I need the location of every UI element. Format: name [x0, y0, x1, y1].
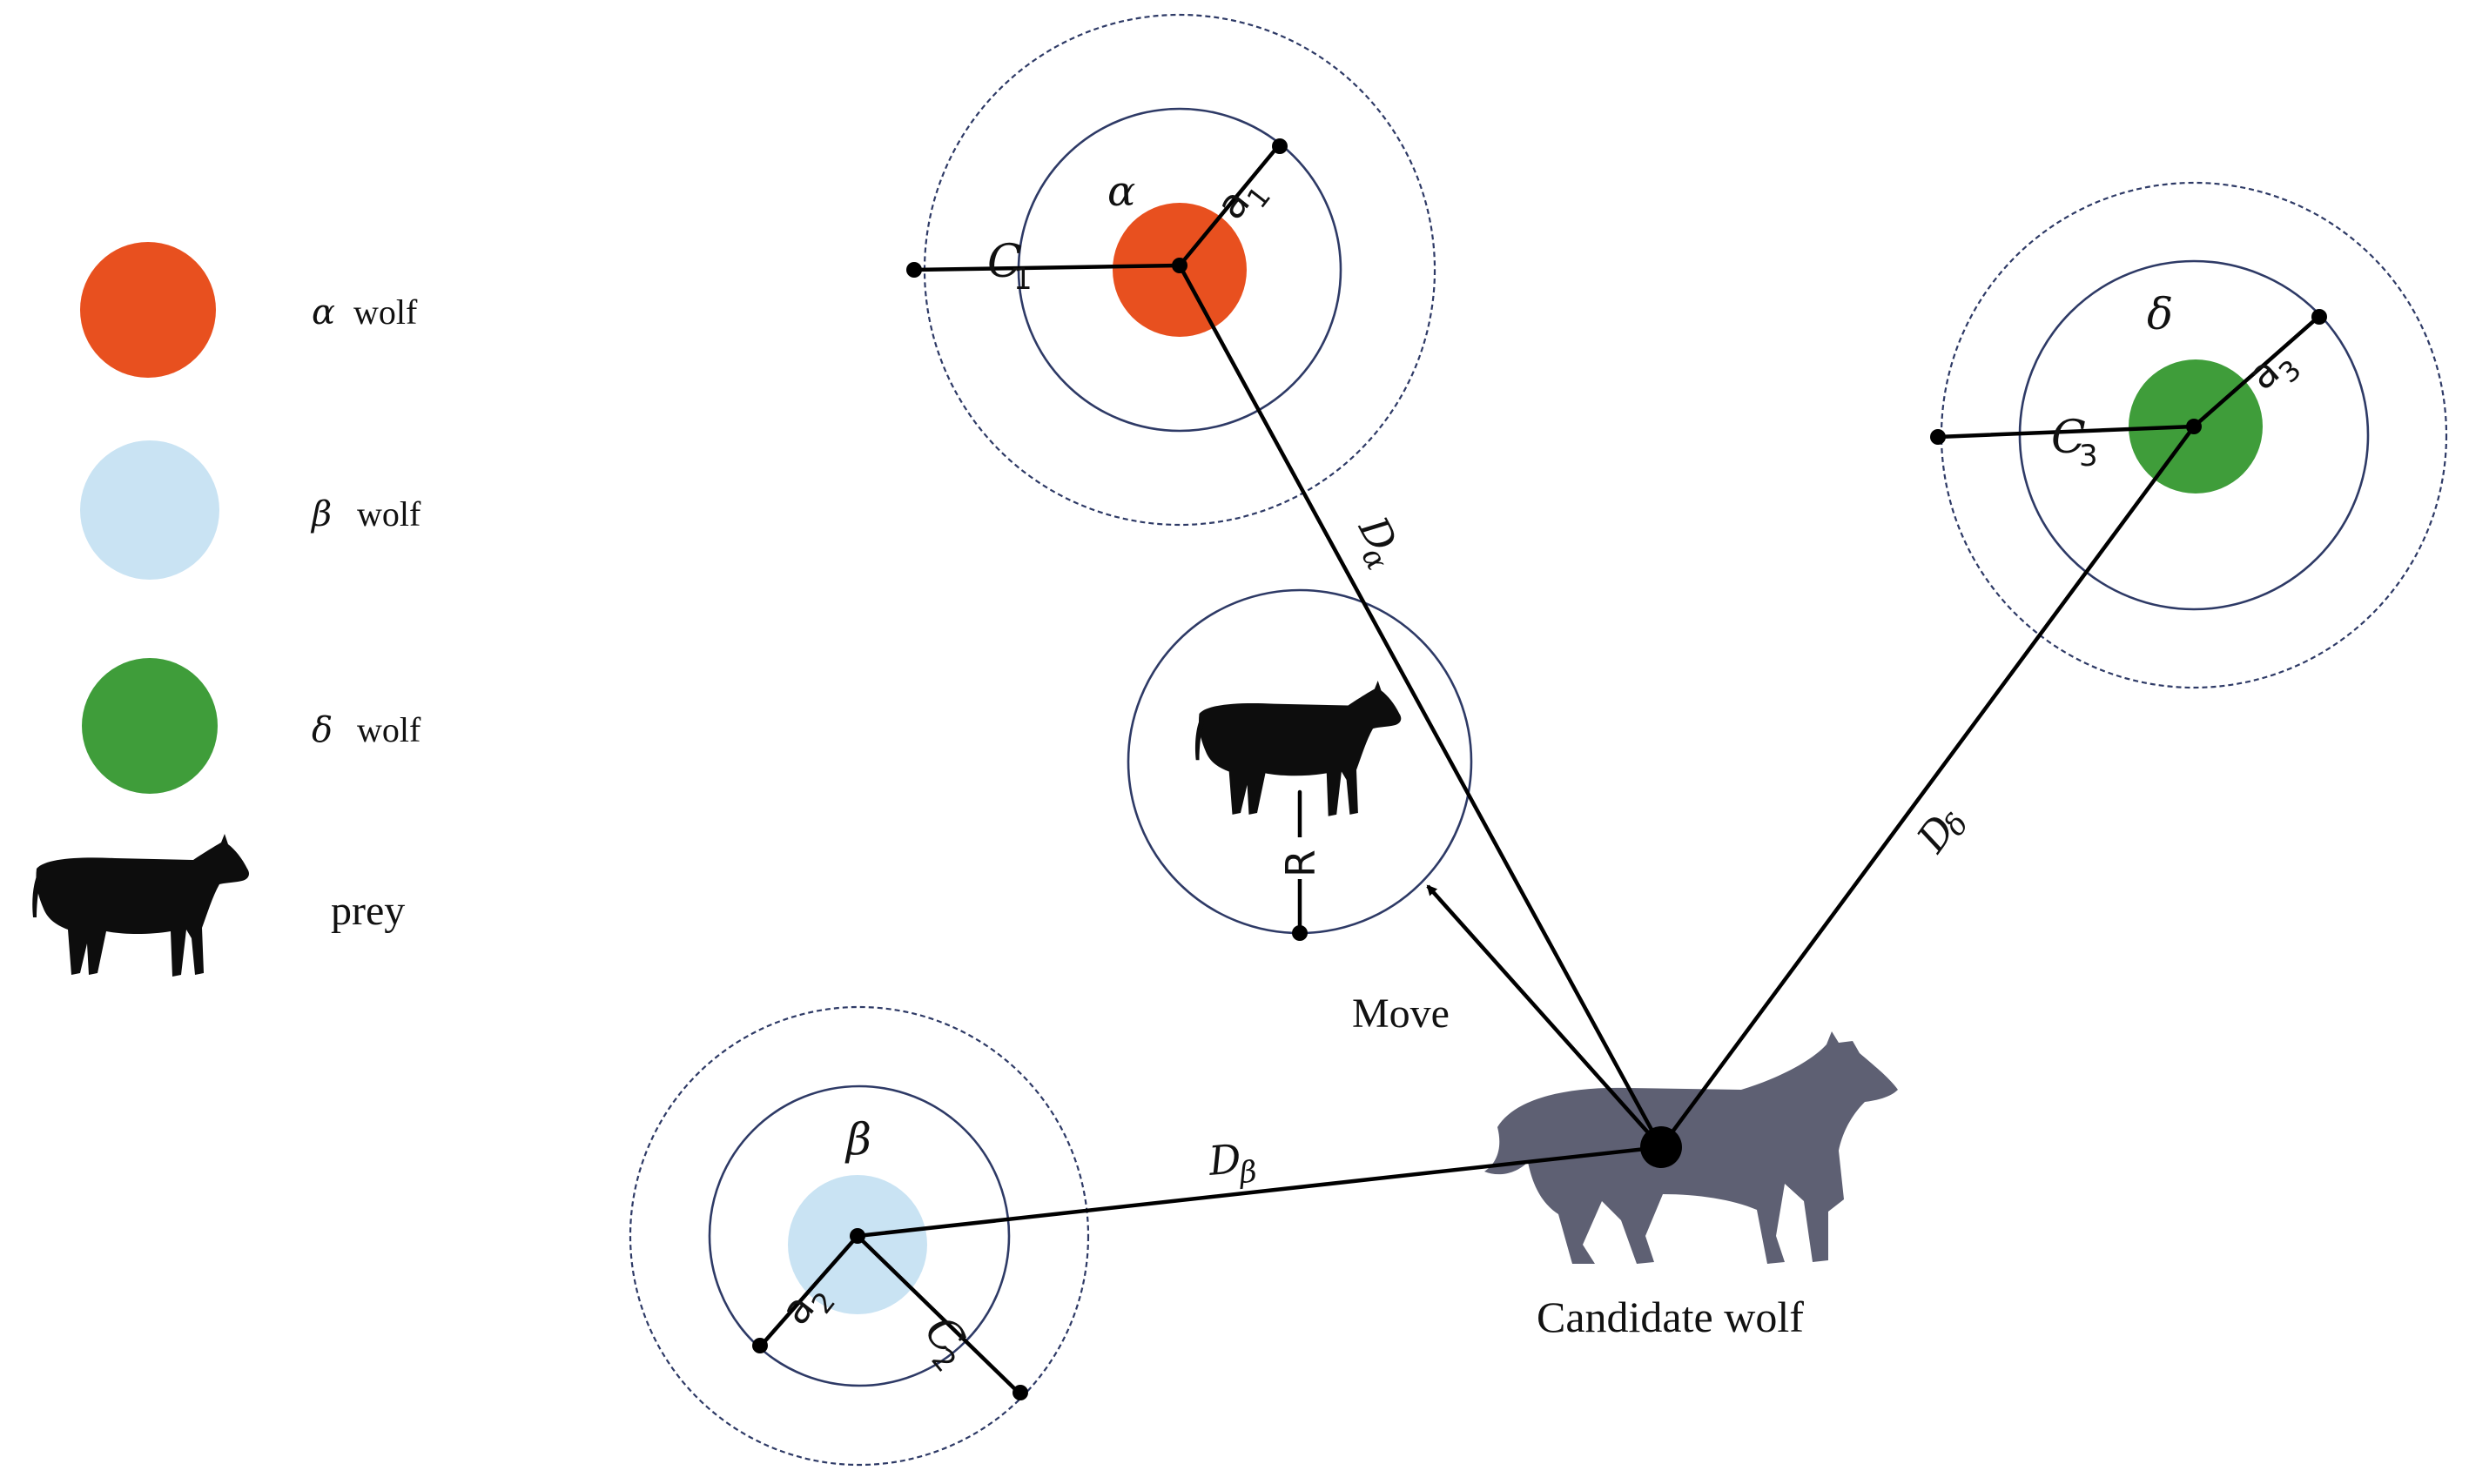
candidate-wolf-label: Candidate wolf: [1537, 1293, 1804, 1341]
legend-beta-label: wolf: [357, 494, 421, 534]
legend-delta-symbol: δ: [312, 710, 333, 750]
beta-outer-ring: [629, 1005, 1090, 1467]
delta-a-segment: [2191, 315, 2320, 429]
legend-alpha-symbol: α: [312, 292, 335, 332]
prey-radius-label-bg: [1280, 837, 1320, 879]
prey-radius-text: R: [1277, 849, 1324, 877]
delta-c-endpoint: [1930, 429, 1946, 445]
alpha-greek-label: α: [1107, 167, 1135, 216]
legend-item-prey: prey: [32, 834, 405, 977]
distance-line-delta: [1658, 424, 2197, 1150]
prey-radius-endpoint: [1292, 925, 1308, 941]
legend-alpha-label: wolf: [353, 292, 418, 332]
distance-alpha-label: D α: [1349, 508, 1406, 576]
distance-beta-sub: β: [1236, 1154, 1258, 1191]
beta-inner-ring: [708, 1084, 1011, 1387]
beta-wolf-marker: [788, 1175, 927, 1314]
beta-swatch: [80, 440, 219, 580]
beta-greek-label: β: [844, 1114, 871, 1165]
wolf-silhouette-icon: [1484, 1031, 1898, 1264]
candidate-wolf: Candidate wolf Move: [855, 263, 2197, 1341]
move-arrow: [1426, 884, 1663, 1149]
delta-c-segment: [1935, 424, 2197, 440]
beta-c-label: C 2: [915, 1306, 975, 1379]
alpha-leader: α C 1 a 1: [906, 13, 1436, 527]
distance-line-beta: [855, 1145, 1664, 1239]
alpha-a-segment: [1177, 144, 1281, 268]
beta-leader: β a 2 C 2: [629, 1005, 1090, 1467]
beta-a-segment: [759, 1233, 860, 1347]
alpha-c-label: C 1: [987, 236, 1033, 297]
alpha-c-main: C: [987, 236, 1022, 288]
cow-icon: [32, 834, 249, 977]
legend-item-beta: β wolf: [80, 440, 421, 580]
legend-item-alpha: α wolf: [80, 242, 418, 378]
alpha-a-endpoint: [1272, 138, 1288, 154]
distance-line-alpha: [1177, 263, 1664, 1150]
candidate-wolf-center: [1640, 1126, 1682, 1168]
alpha-c-sub: 1: [1013, 262, 1033, 297]
move-label: Move: [1352, 990, 1450, 1037]
delta-a-endpoint: [2311, 309, 2327, 325]
legend-item-delta: δ wolf: [82, 658, 421, 794]
legend: α wolf β wolf δ wolf prey: [32, 242, 421, 977]
delta-c-main: C: [2051, 412, 2086, 464]
alpha-c-endpoint: [906, 262, 922, 278]
distance-beta-main: D: [1206, 1135, 1242, 1185]
prey-radius-label: R: [1277, 849, 1324, 877]
alpha-swatch: [80, 242, 216, 378]
alpha-c-segment: [912, 263, 1182, 272]
legend-prey-label: prey: [331, 888, 405, 934]
delta-c-label: C 3: [2051, 412, 2098, 473]
beta-a-endpoint: [752, 1338, 768, 1353]
legend-beta-symbol: β: [310, 494, 332, 534]
delta-swatch: [82, 658, 218, 794]
delta-c-sub: 3: [2079, 439, 2098, 473]
beta-c-endpoint: [1012, 1385, 1028, 1400]
delta-greek-label: δ: [2147, 289, 2173, 339]
legend-delta-label: wolf: [357, 710, 421, 749]
distance-beta-label: D β: [1206, 1135, 1258, 1191]
beta-c-segment: [855, 1233, 1021, 1395]
distance-delta-label: D δ: [1907, 807, 1976, 861]
prey-zone: R: [1127, 588, 1473, 941]
